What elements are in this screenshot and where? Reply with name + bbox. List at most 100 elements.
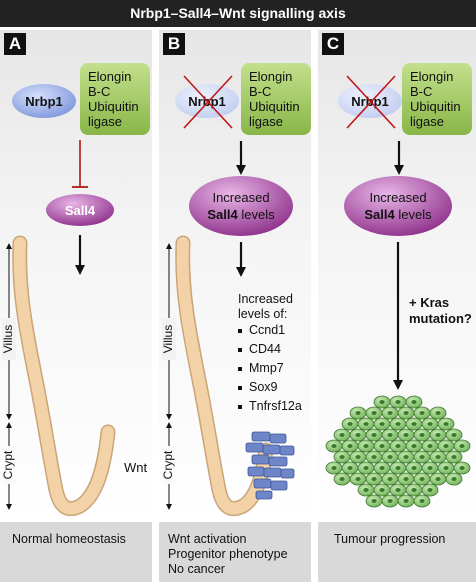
stem-cell: [269, 433, 287, 444]
tumour-cell-nucleus: [363, 488, 369, 492]
tumour-cell-nucleus: [443, 422, 449, 426]
crypt-label: Crypt: [161, 450, 175, 479]
tumour-cell-nucleus: [355, 433, 361, 437]
tumour-cell-nucleus: [371, 499, 377, 503]
sall4-node-increased: [189, 176, 293, 236]
villus-label-bg: [162, 318, 176, 360]
wnt-label: Wnt: [124, 460, 148, 475]
gene-mmp7: Mmp7: [249, 361, 284, 375]
elongin-label-line-2: B-C: [410, 84, 432, 99]
elongin-label-line-1: Elongin: [88, 69, 131, 84]
tumour-cell-nucleus: [371, 455, 377, 459]
stem-cell: [253, 478, 272, 489]
deletion-cross-stroke-2: [346, 75, 396, 129]
panel-a-label: A: [4, 33, 26, 55]
gene-cd44: CD44: [249, 342, 281, 356]
villus-label: Villus: [1, 325, 15, 353]
tumour-cell-nucleus: [443, 466, 449, 470]
elongin-complex: [402, 63, 472, 135]
sall4-label: Sall4: [65, 203, 96, 218]
tumour-cell-nucleus: [395, 422, 401, 426]
nrbp1-label: Nrbp1: [25, 94, 63, 109]
gene-bullet: [238, 405, 242, 409]
panel-a-footer-bar: [0, 522, 152, 582]
tumour-cell-nucleus: [419, 411, 425, 415]
stem-cell: [255, 490, 273, 500]
elongin-label-line-2: B-C: [249, 84, 271, 99]
tumour-cell-nucleus: [379, 466, 385, 470]
tumour-cell-nucleus: [355, 477, 361, 481]
crypt-axis-arrow-bottom: [6, 504, 12, 510]
tumour-cell-nucleus: [419, 455, 425, 459]
gene-bullet: [238, 348, 242, 352]
tumour-cell-nucleus: [403, 433, 409, 437]
elongin-label-line-4: ligase: [410, 114, 444, 129]
tumour-cell-nucleus: [403, 455, 409, 459]
elongin-complex: [241, 63, 311, 135]
stem-cell: [279, 445, 295, 456]
elongin-label-line-2: B-C: [88, 84, 110, 99]
panel-c-footer-bar: [318, 522, 476, 582]
gene-bullet: [238, 386, 242, 390]
tumour-cell-nucleus: [435, 433, 441, 437]
villus-axis-arrow-top: [6, 243, 12, 249]
villus-axis-arrow-bottom: [6, 414, 12, 420]
tumour-cell-nucleus: [395, 466, 401, 470]
tumour-cell-nucleus: [451, 477, 457, 481]
crypt-axis-arrow-top: [6, 422, 12, 428]
elongin-label-line-3: Ubiquitin: [88, 99, 139, 114]
tumour-cell-nucleus: [331, 466, 337, 470]
tumour-cell-nucleus: [355, 411, 361, 415]
tumour-cell-nucleus: [435, 411, 441, 415]
sall4-increased-line-1: Increased: [212, 190, 269, 205]
panel-b-footer-line-1: Wnt activation: [168, 532, 247, 546]
tumour-cell-nucleus: [427, 488, 433, 492]
panel-a-footer-line-1: Normal homeostasis: [12, 532, 126, 546]
gene-bullet: [238, 367, 242, 371]
tumour-cell-nucleus: [347, 422, 353, 426]
elongin-label-line-3: Ubiquitin: [410, 99, 461, 114]
sall4-increased-line-2: Sall4 levels: [364, 207, 432, 222]
tumour-cell-nucleus: [403, 411, 409, 415]
stem-cell: [245, 442, 264, 453]
tumour-cell-nucleus: [395, 400, 401, 404]
tumour-cell-nucleus: [411, 422, 417, 426]
figure-title: Nrbp1–Sall4–Wnt signalling axis: [0, 0, 476, 27]
tumour-cell-nucleus: [419, 499, 425, 503]
sall4-levels: levels: [238, 207, 275, 222]
tumour-cell-nucleus: [331, 444, 337, 448]
villus-label-bg: [2, 318, 16, 360]
tumour-cell-nucleus: [419, 433, 425, 437]
tumour-cell-nucleus: [459, 466, 465, 470]
crypt-villus-epithelium-fill: [176, 237, 272, 515]
tumour-cell-nucleus: [387, 455, 393, 459]
crypt-villus-epithelium-fill: [13, 237, 114, 515]
gene-tnfrsf12a: Tnfrsf12a: [249, 399, 302, 413]
panel-b-label: B: [163, 33, 185, 55]
kras-label-line-2: mutation?: [409, 311, 472, 326]
panel-b: Nrbp1 Elongin B-C Ubiquitin ligase Incre…: [161, 63, 311, 517]
crypt-axis-arrow-top: [166, 422, 172, 428]
tumour-cell-nucleus: [427, 422, 433, 426]
villus-axis-arrow-top: [166, 243, 172, 249]
tumour-cell-nucleus: [355, 455, 361, 459]
sall4-node-increased: [344, 176, 452, 236]
stem-cell: [263, 467, 282, 478]
kras-label-line-1: + Kras: [409, 295, 449, 310]
elongin-label-line-1: Elongin: [249, 69, 292, 84]
tumour-cell-nucleus: [411, 488, 417, 492]
panel-c-footer-line-1: Tumour progression: [334, 532, 446, 546]
tumour-cell-nucleus: [419, 477, 425, 481]
panel-b-footer-line-3: No cancer: [168, 562, 225, 576]
tumour-cell-nucleus: [379, 444, 385, 448]
sall4-levels: levels: [395, 207, 432, 222]
tumour-cell-nucleus: [411, 400, 417, 404]
tumour-cell-nucleus: [379, 488, 385, 492]
sall4-increased-line-1: Increased: [369, 190, 426, 205]
panel-b-footer-line-2: Progenitor phenotype: [168, 547, 288, 561]
stem-cell: [251, 454, 270, 465]
increased-levels-line-1: Increased: [238, 292, 293, 306]
deletion-cross-stroke-2: [183, 75, 233, 129]
tumour-cell-nucleus: [371, 433, 377, 437]
